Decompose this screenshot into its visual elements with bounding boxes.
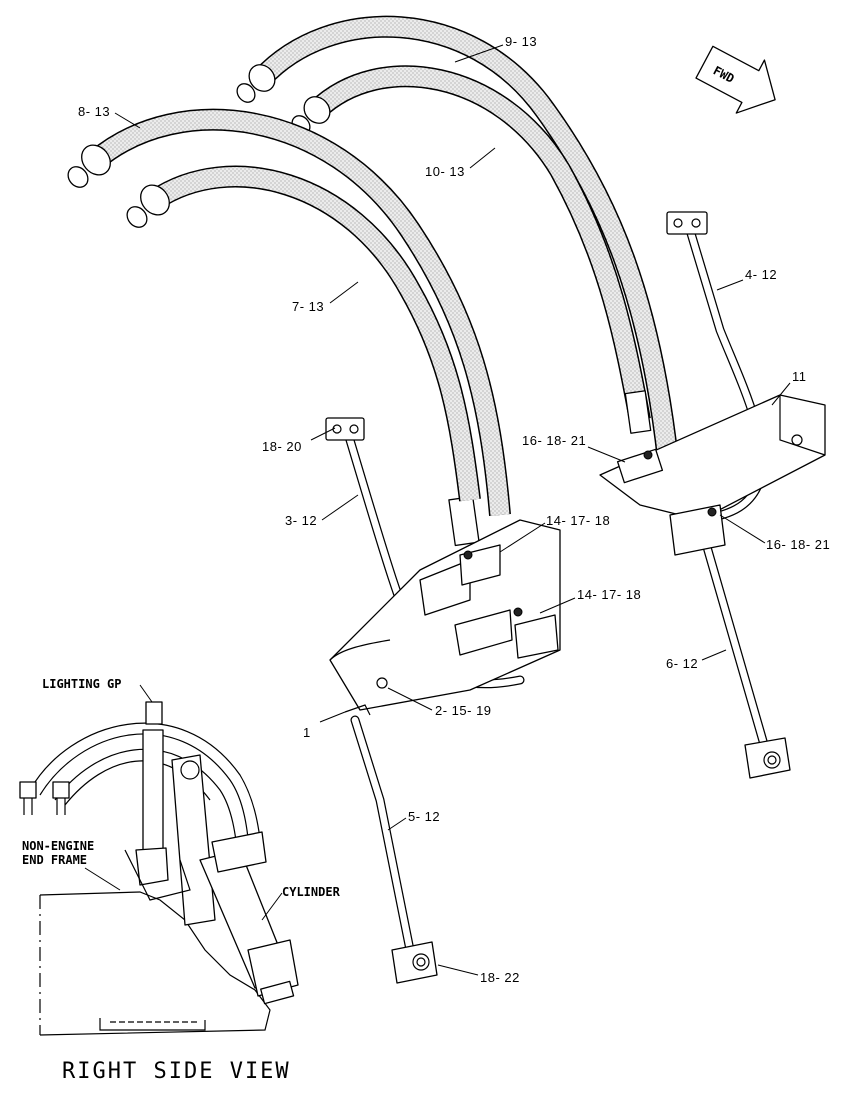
- tube-5-12: [350, 715, 438, 984]
- callout-9-13: 9- 13: [505, 34, 537, 49]
- hose-7-13-end-fitting: [126, 184, 170, 228]
- hose-9-13: [236, 15, 679, 462]
- callout-4-12: 4- 12: [745, 267, 777, 282]
- tube-3-12-flange-block: [325, 417, 365, 441]
- bracket-11: [599, 394, 826, 556]
- tube-4-12-flange-block: [666, 211, 708, 235]
- callout-1: 1: [303, 725, 311, 740]
- lighting-group-label: LIGHTING GP: [42, 677, 121, 691]
- callout-8-13: 8- 13: [78, 104, 110, 119]
- inset-right-side-view: LIGHTING GP NON-ENGINE END FRAME CYLINDE…: [19, 677, 341, 1084]
- non-engine-end-frame-label-line2: END FRAME: [22, 853, 87, 867]
- tube-6-12-flange-block: [744, 737, 791, 779]
- right-side-view-title: RIGHT SIDE VIEW: [62, 1059, 291, 1084]
- callout-16-18-21-lower: 16- 18- 21: [766, 537, 830, 552]
- callout-16-18-21-upper: 16- 18- 21: [522, 433, 586, 448]
- cylinder-label: CYLINDER: [282, 885, 341, 899]
- callout-5-12: 5- 12: [408, 809, 440, 824]
- callout-18-20: 18- 20: [262, 439, 302, 454]
- non-engine-end-frame-label-line1: NON-ENGINE: [22, 839, 94, 853]
- callout-14-17-18-upper: 14- 17- 18: [546, 513, 610, 528]
- callout-6-12: 6- 12: [666, 656, 698, 671]
- hose-10-13: [291, 65, 652, 434]
- forward-arrow-icon: FWD: [695, 45, 776, 114]
- tube-5-12-flange-block: [391, 941, 438, 984]
- callout-11: 11: [792, 369, 807, 384]
- callout-14-17-18-lower: 14- 17- 18: [577, 587, 641, 602]
- hose-8-13-end-fitting: [67, 144, 111, 188]
- callout-2-15-19: 2- 15- 19: [435, 703, 492, 718]
- callout-7-13: 7- 13: [292, 299, 324, 314]
- callout-18-22: 18- 22: [480, 970, 520, 985]
- hose-9-13-end-fitting: [236, 64, 276, 103]
- callout-10-13: 10- 13: [425, 164, 465, 179]
- hose-8-13: [67, 108, 511, 547]
- callouts: 9- 13 8- 13 10- 13 7- 13 4- 12 11 18- 20…: [78, 34, 830, 985]
- tube-6-12: [700, 535, 791, 779]
- callout-3-12: 3- 12: [285, 513, 317, 528]
- bracket-1: [329, 519, 561, 716]
